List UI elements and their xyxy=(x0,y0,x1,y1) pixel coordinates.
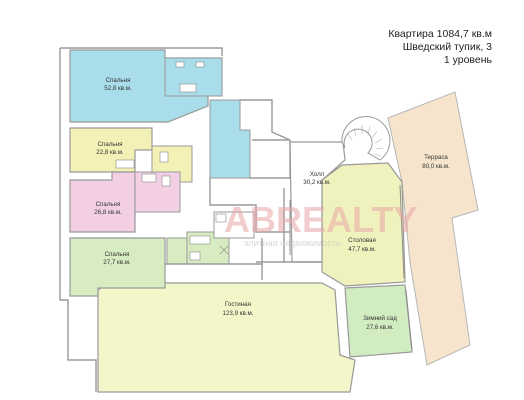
label-hall-name: Холл xyxy=(310,171,325,178)
address: Шведский тупик, 3 xyxy=(402,41,492,53)
label-bedroom4-area: 27,7 кв.м. xyxy=(103,259,131,266)
room-garden xyxy=(344,284,413,358)
room-living xyxy=(97,282,356,393)
windows xyxy=(289,184,413,351)
plan-title: Квартира 1084,7 кв.м Шведский тупик, 3 1… xyxy=(388,28,492,67)
watermark-tagline: элитная недвижимость xyxy=(244,238,341,248)
bathroom-a xyxy=(166,237,188,265)
label-terrace-name: Терраса xyxy=(424,154,448,161)
label-bedroom3-area: 26,8 кв.м. xyxy=(94,209,122,216)
stair-treads xyxy=(347,125,384,157)
label-dining-name: Столовая xyxy=(348,237,376,244)
bedroom1-closet xyxy=(209,99,251,179)
label-bedroom1-name: Спальня xyxy=(106,77,131,84)
label-bedroom4-name: Спальня xyxy=(105,251,130,258)
room-dining xyxy=(321,162,406,287)
label-living-area: 123,9 кв.м. xyxy=(223,310,254,317)
spiral-staircase xyxy=(341,116,391,161)
label-garden-area: 27,6 кв.м. xyxy=(366,324,394,331)
level: 1 уровень xyxy=(443,54,492,66)
room-bedroom4 xyxy=(69,237,166,297)
label-bedroom2-name: Спальня xyxy=(98,141,123,148)
label-bedroom1-area: 52,8 кв.м. xyxy=(104,85,132,92)
walls xyxy=(59,47,322,392)
label-hall-area: 30,2 кв.м. xyxy=(303,179,331,186)
label-bedroom3-name: Спальня xyxy=(96,201,121,208)
label-dining-area: 47,7 кв.м. xyxy=(348,246,376,253)
room-terrace xyxy=(387,91,479,366)
fixtures xyxy=(115,61,229,261)
label-terrace-area: 80,0 кв.м. xyxy=(422,163,450,170)
watermark-brand: ABREALTY xyxy=(224,199,417,240)
label-bedroom2-area: 22,8 кв.м. xyxy=(96,149,124,156)
label-living-name: Гостиная xyxy=(225,301,251,308)
apartment-title: Квартира 1084,7 кв.м xyxy=(388,28,492,40)
label-garden-name: Зимний сад xyxy=(363,315,397,322)
